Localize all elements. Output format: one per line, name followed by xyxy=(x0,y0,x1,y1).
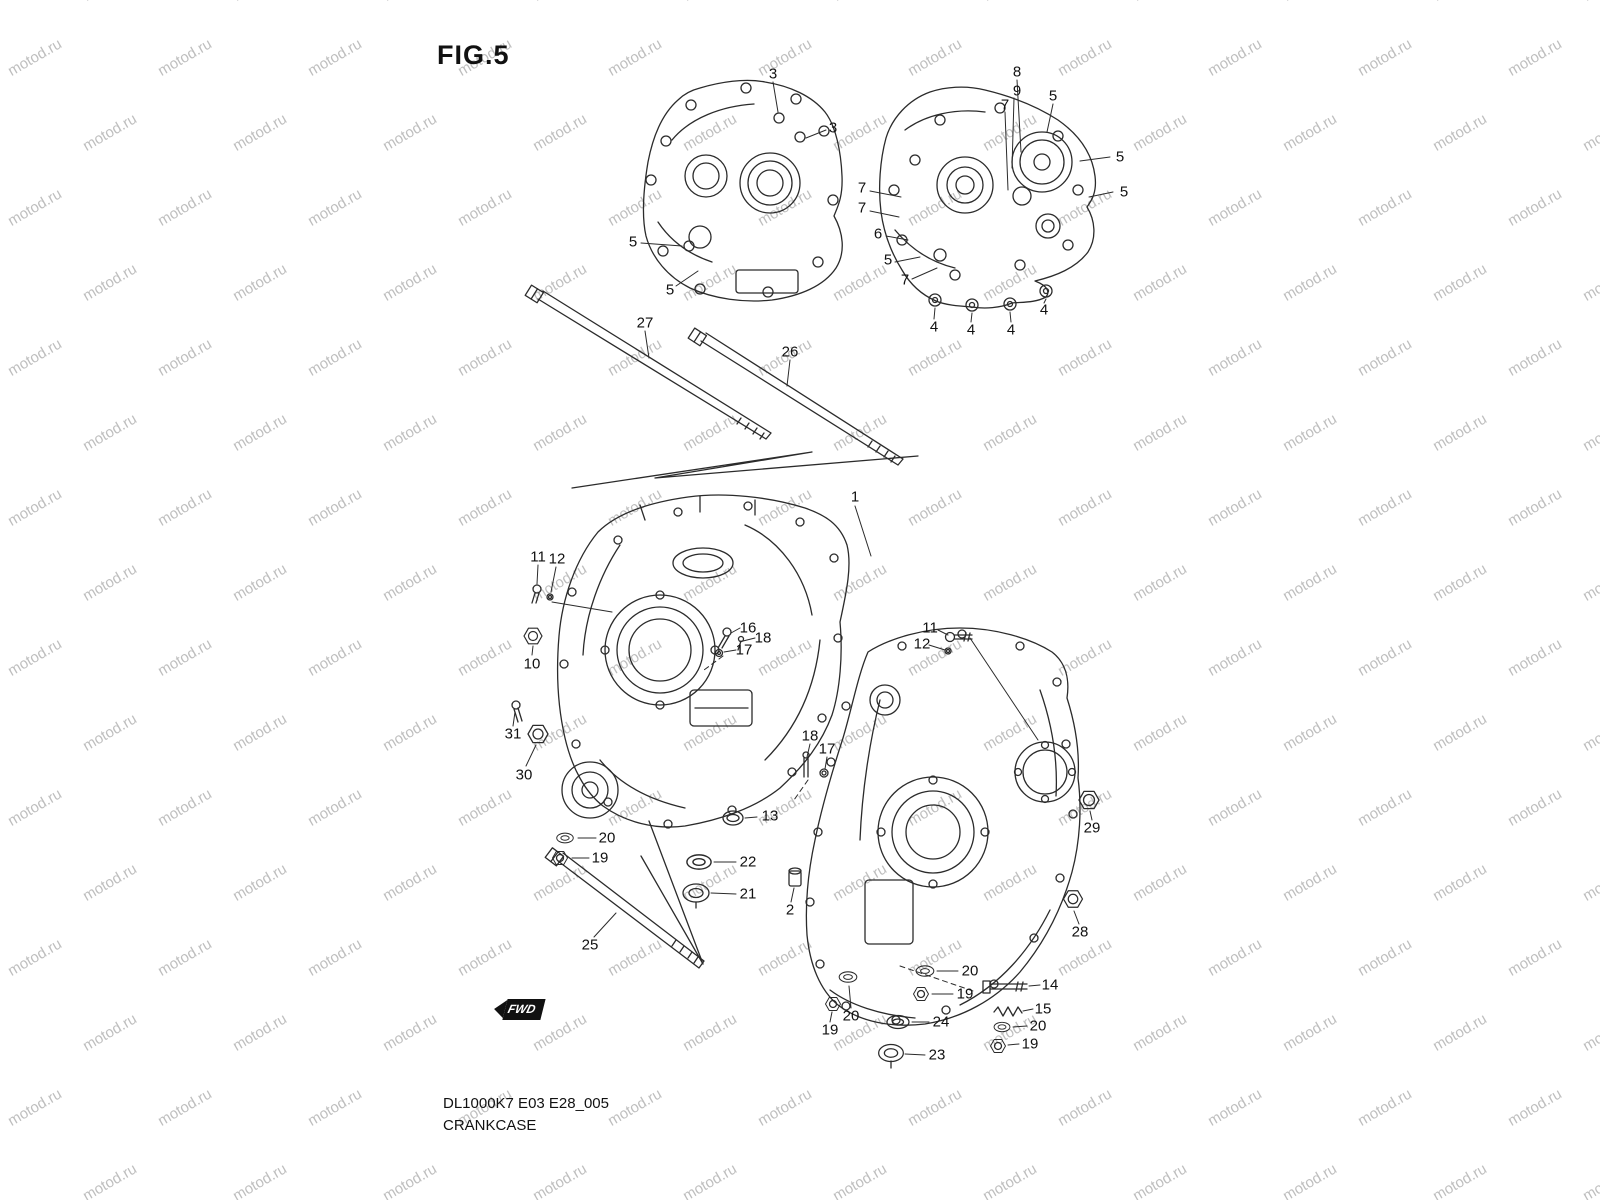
bolt-27 xyxy=(524,284,772,440)
hidden-lines xyxy=(703,655,977,993)
part-washer-24-plug-23 xyxy=(878,1014,910,1069)
main-left-case xyxy=(557,494,850,829)
part-plug-10 xyxy=(524,628,542,644)
upper-right-case-view xyxy=(878,86,1097,312)
part-bolt-14-spring-15-washer-20-bolt-19 xyxy=(982,980,1028,1052)
small-parts xyxy=(511,584,1100,1069)
leader-lines xyxy=(512,79,1114,1056)
part-bolts-16-17-18 xyxy=(714,627,745,658)
main-right-case xyxy=(805,627,1081,1026)
fwd-label: FWD xyxy=(502,999,546,1020)
part-pin-18-washer-17-mid xyxy=(802,751,829,778)
part-plug-2 xyxy=(788,867,802,887)
bolt-26 xyxy=(687,327,904,466)
part-washer-20-bolt-19-left xyxy=(553,832,574,864)
figure-footer: DL1000K7 E03 E28_005 CRANKCASE xyxy=(443,1093,609,1137)
part-screw-11-12-right xyxy=(944,631,973,655)
part-washer-22-plug-21 xyxy=(682,854,712,909)
part-bolt-31-plug-30 xyxy=(511,700,548,743)
upper-left-case-view xyxy=(642,79,843,302)
part-washer-20-bolt-19-bottom-mid xyxy=(826,971,858,1011)
figure-caption: CRANKCASE xyxy=(443,1116,537,1134)
figure-title: FIG.5 xyxy=(437,40,510,70)
part-plug-28 xyxy=(1064,891,1083,907)
figure-code: DL1000K7 E03 E28_005 xyxy=(443,1095,609,1112)
fwd-indicator: FWD xyxy=(491,999,546,1020)
part-screw-11-12-left xyxy=(531,584,554,604)
part-nut-29 xyxy=(1078,790,1100,810)
part-washer-20-bolt-19-bottom-right xyxy=(914,965,935,1001)
bolt-25 xyxy=(544,847,705,969)
part-oring-13 xyxy=(722,810,744,826)
break-lines xyxy=(571,451,919,965)
